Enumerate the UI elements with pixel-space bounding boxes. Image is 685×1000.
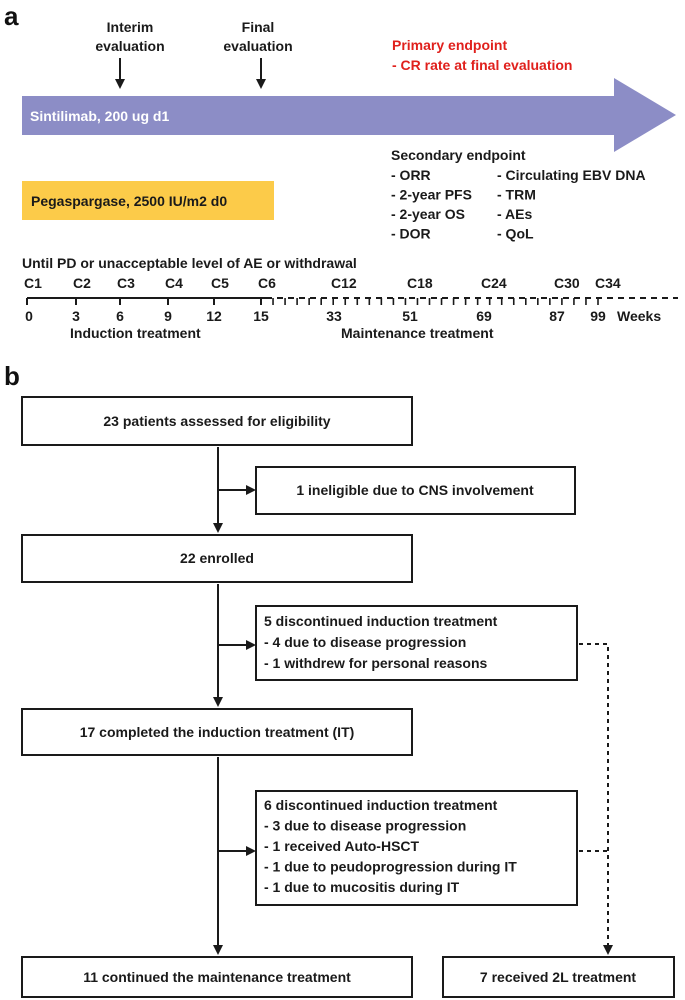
box-maintenance bbox=[21, 956, 413, 998]
week-label: 99 bbox=[590, 308, 606, 324]
discontinued-2-line: - 1 due to mucositis during IT bbox=[264, 879, 460, 895]
week-label: 15 bbox=[253, 308, 269, 324]
cycle-label: C4 bbox=[165, 275, 183, 291]
box-completed bbox=[21, 708, 413, 756]
secondary-endpoint-item: - Circulating EBV DNA bbox=[497, 167, 646, 183]
secondary-endpoint-item: - TRM bbox=[497, 187, 536, 203]
week-label: 51 bbox=[402, 308, 418, 324]
cycle-label: C1 bbox=[24, 275, 42, 291]
week-label: 3 bbox=[72, 308, 80, 324]
ineligible-text: 1 ineligible due to CNS involvement bbox=[296, 482, 534, 498]
pegaspargase-label: Pegaspargase, 2500 IU/m2 d0 bbox=[31, 193, 227, 209]
box-discontinued-1 bbox=[255, 605, 578, 681]
secondary-endpoint-title: Secondary endpoint bbox=[391, 147, 526, 163]
interim-label-line1: Interim bbox=[107, 19, 154, 35]
week-label: 6 bbox=[116, 308, 124, 324]
maintenance-text: 11 continued the maintenance treatment bbox=[83, 969, 351, 985]
panel-a-label: a bbox=[4, 1, 19, 31]
discontinued-2-lines: 6 discontinued induction treatment - 3 du… bbox=[264, 797, 517, 895]
week-label: 87 bbox=[549, 308, 565, 324]
primary-endpoint-item: - CR rate at final evaluation bbox=[392, 57, 572, 73]
second-line-text: 7 received 2L treatment bbox=[480, 969, 636, 985]
maintenance-ticks bbox=[272, 298, 599, 305]
secondary-endpoint-item: - 2-year OS bbox=[391, 206, 465, 222]
box-ineligible bbox=[255, 466, 576, 515]
discontinued-2-line: 6 discontinued induction treatment bbox=[264, 797, 498, 813]
secondary-endpoints-col2: - Circulating EBV DNA - TRM - AEs - QoL bbox=[497, 167, 646, 242]
discontinued-1-line: - 1 withdrew for personal reasons bbox=[264, 655, 487, 671]
cycle-label: C34 bbox=[595, 275, 621, 291]
secondary-endpoint-item: - ORR bbox=[391, 167, 431, 183]
cycle-label: C6 bbox=[258, 275, 276, 291]
cycle-label: C24 bbox=[481, 275, 507, 291]
cycle-label: C3 bbox=[117, 275, 135, 291]
secondary-endpoint-item: - AEs bbox=[497, 206, 532, 222]
primary-endpoint-title: Primary endpoint bbox=[392, 37, 507, 53]
secondary-endpoints-col1: - ORR - 2-year PFS - 2-year OS - DOR bbox=[391, 167, 472, 242]
week-label: 0 bbox=[25, 308, 33, 324]
cycle-label: C30 bbox=[554, 275, 580, 291]
discontinued-2-line: - 3 due to disease progression bbox=[264, 818, 466, 834]
week-label: 12 bbox=[206, 308, 222, 324]
assessed-text: 23 patients assessed for eligibility bbox=[103, 413, 330, 429]
box-enrolled bbox=[21, 534, 413, 583]
final-label-line1: Final bbox=[242, 19, 275, 35]
completed-text: 17 completed the induction treatment (IT… bbox=[80, 724, 355, 740]
week-label: 9 bbox=[164, 308, 172, 324]
maintenance-treatment-label: Maintenance treatment bbox=[341, 325, 494, 341]
enrolled-text: 22 enrolled bbox=[180, 550, 254, 566]
cycle-label: C5 bbox=[211, 275, 229, 291]
induction-ticks bbox=[26, 298, 262, 305]
induction-treatment-label: Induction treatment bbox=[70, 325, 201, 341]
week-label: 69 bbox=[476, 308, 492, 324]
secondary-endpoint-item: - QoL bbox=[497, 226, 534, 242]
week-label: 33 bbox=[326, 308, 342, 324]
cycle-label: C12 bbox=[331, 275, 357, 291]
discontinued-1-line: - 4 due to disease progression bbox=[264, 634, 466, 650]
sintilimab-label: Sintilimab, 200 ug d1 bbox=[30, 108, 169, 124]
secondary-endpoint-item: - 2-year PFS bbox=[391, 187, 472, 203]
box-discontinued-2 bbox=[255, 790, 578, 906]
discontinued-1-line: 5 discontinued induction treatment bbox=[264, 613, 498, 629]
panel-b-label: b bbox=[4, 361, 20, 391]
secondary-endpoint-item: - DOR bbox=[391, 226, 431, 242]
interim-label-line2: evaluation bbox=[95, 38, 164, 54]
pegaspargase-box bbox=[22, 181, 274, 220]
sintilimab-arrow bbox=[22, 78, 676, 152]
cycle-label: C18 bbox=[407, 275, 433, 291]
until-text: Until PD or unacceptable level of AE or … bbox=[22, 255, 357, 271]
box-assessed bbox=[21, 396, 413, 446]
weeks-unit-label: Weeks bbox=[617, 308, 661, 324]
cycle-labels: C1 C2 C3 C4 C5 C6 C12 C18 C24 C30 C34 bbox=[24, 275, 621, 291]
final-label-line2: evaluation bbox=[223, 38, 292, 54]
dashed-arrow-2l bbox=[579, 643, 613, 955]
box-second-line bbox=[442, 956, 675, 998]
discontinued-2-line: - 1 received Auto-HSCT bbox=[264, 838, 420, 854]
discontinued-1-lines: 5 discontinued induction treatment - 4 du… bbox=[264, 613, 498, 671]
cycle-label: C2 bbox=[73, 275, 91, 291]
discontinued-2-line: - 1 due to peudoprogression during IT bbox=[264, 859, 517, 875]
